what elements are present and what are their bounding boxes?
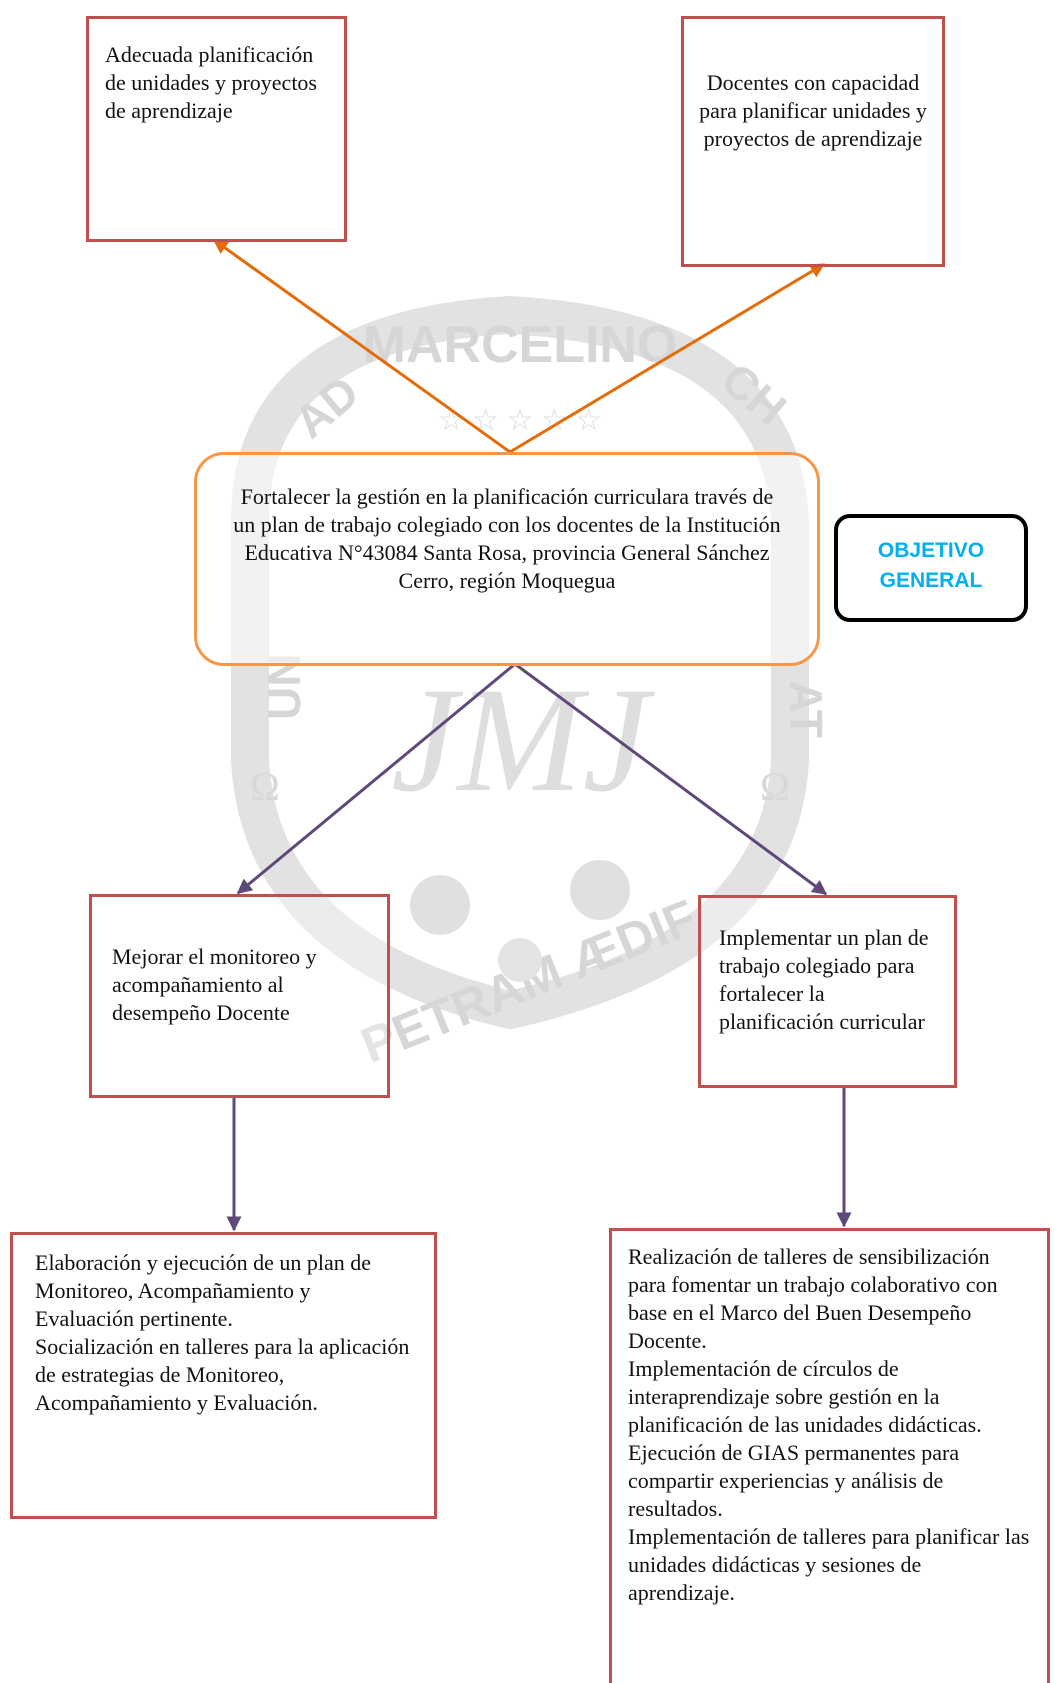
actions-box-left: Elaboración y ejecución de un plan de Mo…	[10, 1232, 437, 1519]
action-item: Realización de talleres de sensibilizaci…	[628, 1244, 998, 1353]
action-item: Implementación de talleres para planific…	[628, 1524, 1030, 1605]
arrow-to-top-left-box	[212, 238, 511, 454]
watermark-monogram: JMJ	[391, 657, 656, 823]
outcome-text-top-left: Adecuada planificación de unidades y pro…	[105, 42, 317, 123]
objective-label-line-2: GENERAL	[879, 569, 983, 592]
general-objective-text: Fortalecer la gestión en la planificació…	[233, 484, 781, 593]
outcome-text-top-right: Docentes con capacidad para planificar u…	[699, 70, 927, 151]
action-item: Implementación de círculos de interapren…	[628, 1356, 982, 1437]
action-item: Socialización en talleres para la aplica…	[35, 1334, 410, 1415]
specific-objective-text-right: Implementar un plan de trabajo colegiado…	[719, 925, 929, 1034]
outcome-box-top-left: Adecuada planificación de unidades y pro…	[86, 16, 347, 242]
watermark-omega-right: Ω	[760, 764, 790, 809]
action-item: Ejecución de GIAS permanentes para compa…	[628, 1440, 960, 1521]
objective-label-line-1: OBJETIVO	[877, 539, 985, 562]
watermark-flower-right	[570, 860, 630, 920]
general-objective-box: Fortalecer la gestión en la planificació…	[194, 452, 820, 666]
action-item: Elaboración y ejecución de un plan de Mo…	[35, 1250, 371, 1331]
seal-shield-outline	[231, 295, 809, 1030]
outcome-box-top-right: Docentes con capacidad para planificar u…	[681, 16, 945, 267]
specific-objective-text-left: Mejorar el monitoreo y acompañamiento al…	[112, 944, 317, 1025]
arrow-to-mid-left-box	[236, 662, 516, 895]
watermark-omega-left: Ω	[250, 764, 280, 809]
specific-objective-box-right: Implementar un plan de trabajo colegiado…	[698, 895, 957, 1088]
watermark-flower-center	[498, 938, 542, 982]
arrow-to-mid-right-box	[514, 662, 828, 896]
specific-objective-box-left: Mejorar el monitoreo y acompañamiento al…	[89, 894, 390, 1098]
arrow-to-top-right-box	[509, 262, 826, 454]
watermark-flower-left	[410, 875, 470, 935]
watermark-top-text: MARCELINO	[363, 316, 678, 374]
actions-box-right: Realización de talleres de sensibilizaci…	[609, 1228, 1050, 1683]
objective-label-badge: OBJETIVO GENERAL	[834, 514, 1028, 622]
watermark-right-text-2: AT	[780, 680, 832, 738]
